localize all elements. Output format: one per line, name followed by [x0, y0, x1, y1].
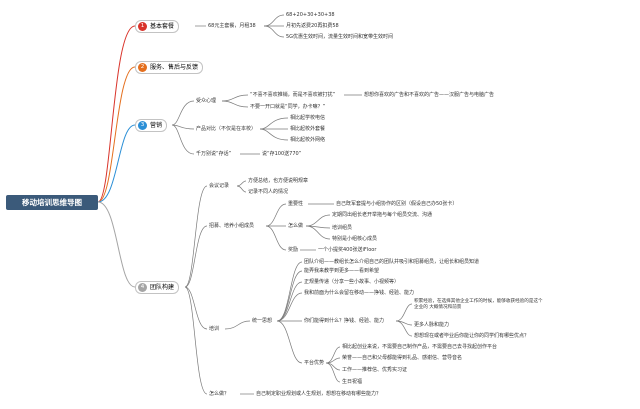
number-badge-1: 1: [138, 22, 147, 31]
node-leaf[interactable]: 积累经验，在选择其他企业工作的时候，能够收获经验的是这个企业的 大概情况和前景: [414, 299, 543, 310]
node-platform[interactable]: 平台优势: [304, 360, 325, 366]
node-leaf[interactable]: 培训组员: [332, 225, 353, 231]
node-leaf[interactable]: 自己既军套提与小组协作的区别（假设自己办50张卡）: [336, 201, 458, 207]
number-badge-2: 2: [138, 63, 147, 72]
node-leaf[interactable]: 相比起校外套餐: [290, 126, 326, 132]
number-badge-3: 3: [138, 121, 147, 130]
node-product-compare[interactable]: 产品对比（不仅是在本校）: [196, 126, 257, 132]
branch-label: 营销: [150, 122, 163, 129]
node-how-to[interactable]: 怎么做？: [209, 391, 230, 397]
node-leaf[interactable]: 想想现在或者毕业后你能让你的同学们有哪些优点？: [414, 333, 530, 339]
node-leaf[interactable]: 我和前面为什么会留在移动——挣钱、经验、能力: [304, 290, 415, 296]
node-recruit[interactable]: 招募、培养小组成员: [209, 223, 255, 229]
node-what-you-gain[interactable]: 你们能得到什么？挣钱、经验、能力: [304, 318, 385, 324]
node-quote-opening[interactable]: 不要一开口就是“同学，办卡嘛？”: [250, 104, 326, 110]
node-leaf[interactable]: 相比起学校电信: [290, 115, 326, 121]
node-dont-say[interactable]: 千万别说“存话”: [196, 151, 232, 157]
branch-team[interactable]: 4 团队构建: [135, 281, 180, 294]
node-leaf[interactable]: 能弄我来教学到更多——看到希望: [304, 268, 380, 274]
branch-basic-package[interactable]: 1 基本套餐: [135, 20, 180, 33]
node-leaf[interactable]: 荣誉——自己和父母都能得到礼品、感谢信、营导音名: [342, 355, 463, 361]
node-training[interactable]: 培训: [209, 326, 220, 332]
node-how[interactable]: 怎么做: [288, 223, 304, 229]
node-leaf[interactable]: 定期同出组长老开举拖与每个组员交流、沟通: [332, 212, 433, 218]
node-leaf[interactable]: 记录不同人的情况: [248, 189, 289, 195]
branch-label: 基本套餐: [150, 23, 175, 30]
node-leaf[interactable]: 工作——推荐信、优秀实习证: [342, 367, 408, 373]
node-leaf[interactable]: 一个小提奖400张送iFloor: [318, 247, 377, 253]
node-meeting-notes[interactable]: 会议记录: [209, 183, 230, 189]
branch-label: 团队构建: [150, 284, 175, 291]
node-leaf[interactable]: 更多人脉和能力: [414, 322, 450, 328]
node-leaf[interactable]: 自己制定职业规划或人生规划，想想在移动有哪些能力？: [256, 391, 382, 397]
node-importance[interactable]: 重要性: [288, 201, 304, 207]
node-leaf[interactable]: 68+20+30+30+38: [286, 12, 335, 18]
branch-marketing[interactable]: 3 营销: [135, 119, 168, 132]
node-leaf[interactable]: 团队介绍——教组长怎么介绍自己的团队并吸引和招募组员，让组长和组员知道: [304, 259, 480, 265]
root-node[interactable]: 移动培训思维导图: [6, 195, 98, 210]
node-leaf[interactable]: 生日祝福: [342, 379, 363, 385]
node-leaf[interactable]: 月初先返费20再扣费58: [286, 23, 339, 29]
node-leaf[interactable]: 正规量传递（分享一些小故事、小视频等）: [304, 279, 400, 285]
node-leaf[interactable]: 相比起创业来说，不需要自己制作产品，不需要自己去寻找起创作平台: [342, 344, 498, 350]
node-quote-disturb[interactable]: “不喜不喜欢推销，而是不喜欢被打扰”: [250, 92, 336, 98]
node-package[interactable]: 68元主套餐，月租38: [208, 23, 256, 29]
number-badge-4: 4: [138, 283, 147, 292]
node-leaf[interactable]: 特别是小组核心成员: [332, 236, 378, 242]
node-ad-example[interactable]: 想想你喜欢的广告和不喜欢的广告——汉服广告与电脑广告: [364, 92, 495, 98]
branch-service[interactable]: 2 服务、售后与反馈: [135, 61, 204, 74]
node-leaf[interactable]: 相比起校外网络: [290, 137, 326, 143]
node-leaf[interactable]: 方便总结，也方便说明规章: [248, 178, 309, 184]
branch-label: 服务、售后与反馈: [150, 64, 199, 71]
node-audience[interactable]: 受众心理: [196, 98, 217, 104]
node-leaf[interactable]: 5G优惠生效时间，流量生效时间和宽带生效时间: [286, 34, 394, 40]
node-unify[interactable]: 统一思想: [252, 318, 273, 324]
node-reward[interactable]: 奖励: [288, 247, 299, 253]
node-say-instead[interactable]: 说“存100送770”: [262, 151, 302, 157]
